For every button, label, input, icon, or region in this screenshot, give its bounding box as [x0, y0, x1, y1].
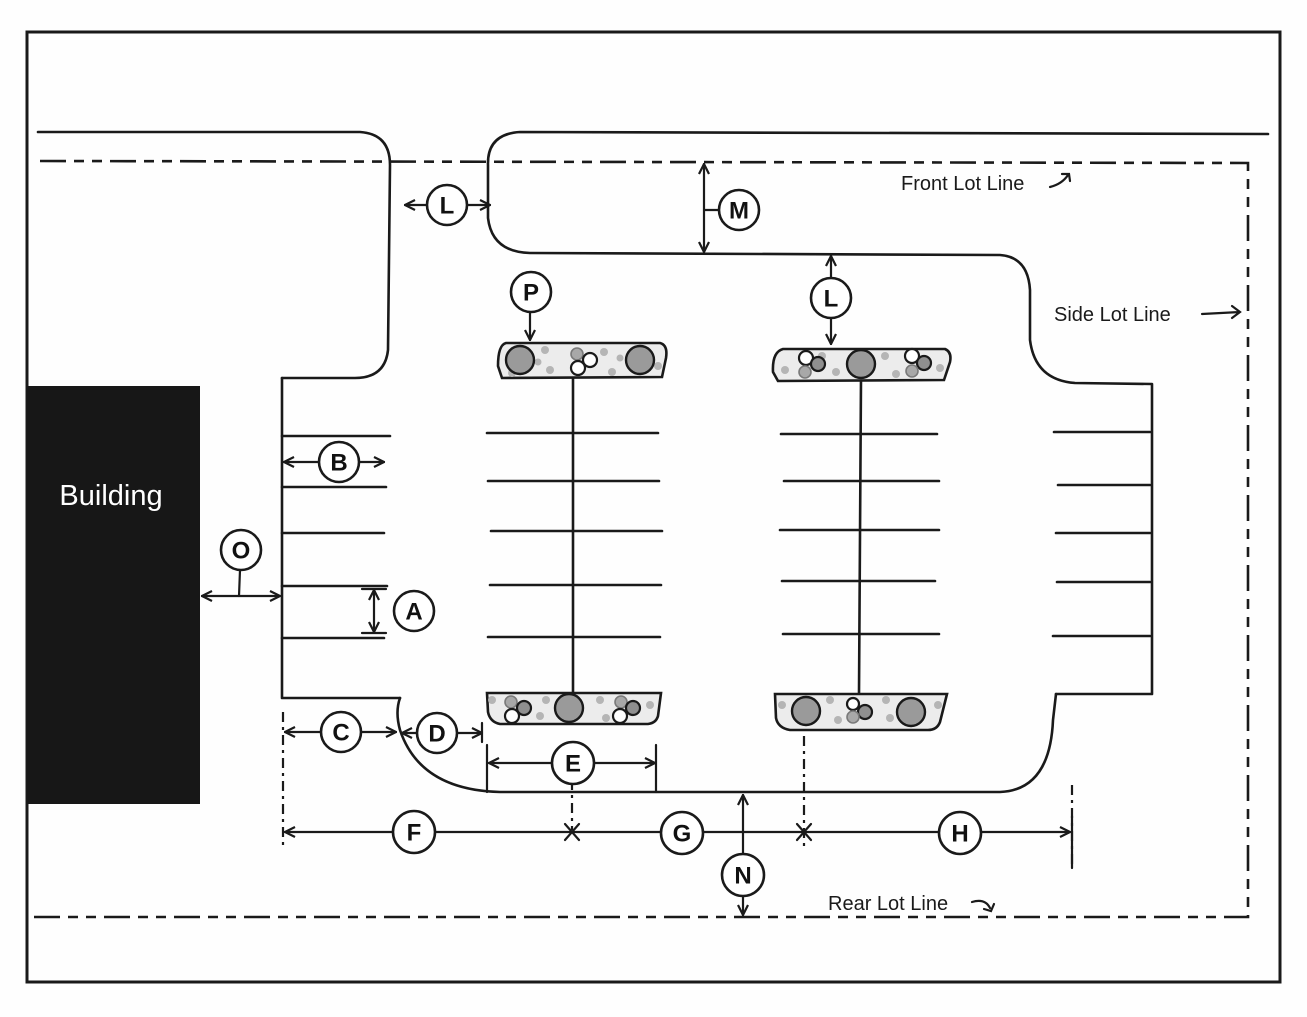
- badge-D: D: [415, 711, 459, 755]
- badge-C: C: [319, 710, 363, 754]
- svg-text:F: F: [407, 820, 422, 847]
- svg-text:E: E: [565, 751, 581, 778]
- landscape-island-right-bottom: [773, 692, 949, 732]
- drawing-frame: [25, 30, 1282, 984]
- dim-leader-O: [237, 568, 242, 598]
- side-lot-line-arrow-icon: [1200, 304, 1242, 320]
- landscape-island-center-bottom: [485, 691, 663, 726]
- badge-P: P: [509, 270, 553, 314]
- row-divider: [857, 376, 863, 695]
- badge-E: E: [550, 740, 596, 786]
- left-stall-lines: [280, 434, 392, 640]
- center-parking-row: [485, 376, 664, 695]
- svg-text:O: O: [232, 538, 251, 565]
- front-lot-line-arrow-icon: [1048, 172, 1072, 189]
- badge-H: H: [937, 810, 983, 856]
- badge-N: N: [720, 852, 766, 898]
- badge-F: F: [391, 809, 437, 855]
- dim-cross-GH: [795, 822, 813, 842]
- building-label: Building: [59, 480, 162, 512]
- landscape-island-center-top: [496, 341, 668, 380]
- svg-text:D: D: [428, 721, 445, 748]
- svg-text:H: H: [951, 821, 968, 848]
- svg-text:N: N: [734, 863, 751, 890]
- street-edge-left: [36, 130, 392, 380]
- svg-text:P: P: [523, 280, 539, 307]
- svg-text:C: C: [332, 720, 349, 747]
- dim-cross-FG: [563, 822, 581, 842]
- building: [27, 386, 200, 804]
- street-edge-right: [486, 130, 1270, 696]
- svg-text:G: G: [673, 821, 692, 848]
- badge-O: O: [219, 528, 263, 572]
- front-lot-line-label: Front Lot Line: [901, 173, 1024, 195]
- landscape-island-right-top: [771, 347, 952, 383]
- badge-L-right: L: [809, 276, 853, 320]
- badge-A: A: [392, 589, 436, 633]
- bottom-drive-curve: [396, 692, 1058, 794]
- front-lot-line: [30, 159, 1250, 919]
- badge-M: M: [717, 188, 761, 232]
- badge-B: B: [317, 440, 361, 484]
- left-row-curb: [280, 376, 402, 700]
- svg-text:M: M: [729, 198, 749, 225]
- side-lot-line-label: Side Lot Line: [1054, 304, 1171, 326]
- rear-lot-line-arrow-icon: [970, 899, 996, 913]
- right-edge-stall-lines: [1051, 430, 1152, 638]
- svg-text:L: L: [440, 193, 455, 220]
- svg-text:A: A: [405, 599, 422, 626]
- svg-text:L: L: [824, 286, 839, 313]
- badge-G: G: [659, 810, 705, 856]
- badge-L-top: L: [425, 183, 469, 227]
- svg-text:B: B: [330, 450, 347, 477]
- rear-lot-line-label: Rear Lot Line: [828, 893, 948, 915]
- right-parking-row: [778, 376, 941, 695]
